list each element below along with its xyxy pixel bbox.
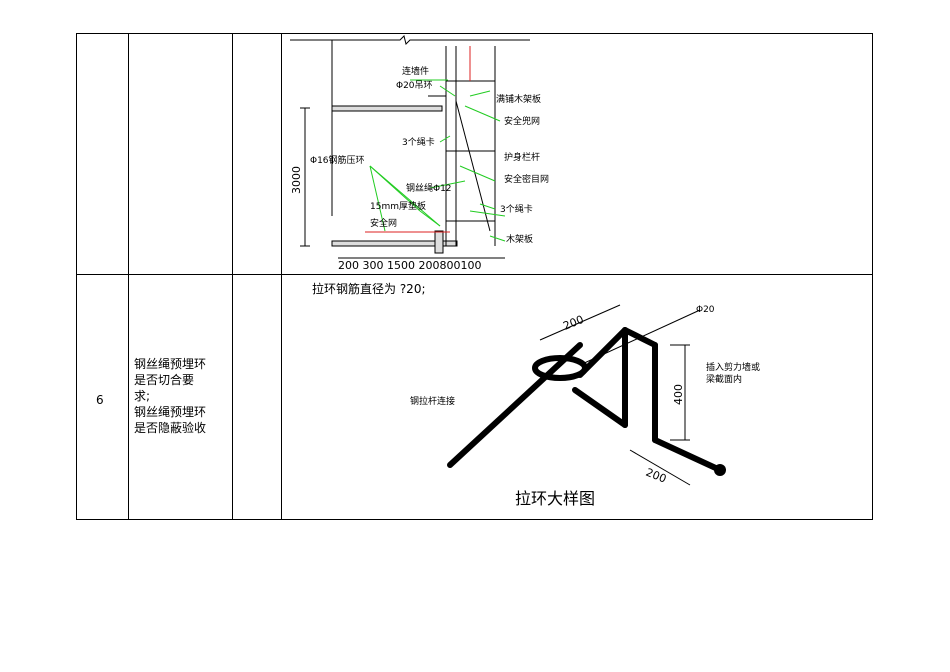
dim-top: 200 xyxy=(561,313,585,333)
label-anquan-mi: 安全密目网 xyxy=(504,173,549,185)
label-15mm: 15mm厚垫板 xyxy=(370,200,426,212)
dim-bottom-lug: 200 xyxy=(644,466,668,486)
label-pujiao: 满铺木架板 xyxy=(496,93,541,105)
column-divider-3 xyxy=(281,33,282,520)
column-divider-2 xyxy=(232,33,233,520)
table-top-border xyxy=(76,33,873,34)
label-husheng: 护身栏杆 xyxy=(504,151,540,163)
table-right-border xyxy=(872,33,873,520)
dim-height: 3000 xyxy=(290,166,303,194)
label-gangsi: 钢丝绳Φ12 xyxy=(406,182,452,194)
lug-note: 拉环钢筋直径为 ?20; xyxy=(312,282,426,296)
row-divider xyxy=(76,274,873,275)
label-phi20-top: Φ20 xyxy=(696,305,715,315)
label-phi16: Φ16钢筋压环 xyxy=(310,154,365,166)
row-index: 6 xyxy=(96,393,104,407)
label-lianqiang: 连墙件 xyxy=(402,65,429,77)
row-item-text: 钢丝绳预埋环 是否切合要 求; 钢丝绳预埋环 是否隐蔽验收 xyxy=(134,356,229,436)
item-line-3: 求; xyxy=(134,389,151,403)
inspection-table: 6 钢丝绳预埋环 是否切合要 求; 钢丝绳预埋环 是否隐蔽验收 拉环钢筋直径为 … xyxy=(76,33,873,520)
scaffold-section-drawing: 连墙件 Φ20吊环 满铺木架板 安全兜网 3个绳卡 Φ16钢筋压环 护身栏杆 安… xyxy=(290,35,549,272)
table-left-border xyxy=(76,33,77,520)
lug-title: 拉环大样图 xyxy=(515,489,595,508)
label-shengka: 3个绳卡 xyxy=(402,136,435,148)
label-insert-1: 插入剪力墙或 xyxy=(706,361,760,373)
column-divider-1 xyxy=(128,33,129,520)
item-line-5: 是否隐蔽验收 xyxy=(134,421,207,435)
label-shengka-b: 3个绳卡 xyxy=(500,203,533,215)
dim-bottom: 200 300 1500 200800100 xyxy=(338,259,481,272)
table-bottom-border xyxy=(76,519,873,520)
label-steel-rod: 钢拉杆连接 xyxy=(410,395,455,407)
lug-detail-drawing: 200 400 200 Φ20 钢拉杆连接 插入剪力墙或 梁截面内 拉环大样图 xyxy=(410,304,760,508)
label-insert-2: 梁截面内 xyxy=(706,373,742,385)
label-mujia: 木架板 xyxy=(506,233,533,245)
item-line-2: 是否切合要 xyxy=(134,373,195,387)
dim-side: 400 xyxy=(672,384,685,405)
label-phi20: Φ20吊环 xyxy=(396,80,433,91)
item-line-1: 钢丝绳预埋环 xyxy=(134,357,207,371)
label-anquan-jian: 安全网 xyxy=(370,217,397,229)
label-anquan-net: 安全兜网 xyxy=(504,115,540,127)
item-line-4: 钢丝绳预埋环 xyxy=(134,405,207,419)
